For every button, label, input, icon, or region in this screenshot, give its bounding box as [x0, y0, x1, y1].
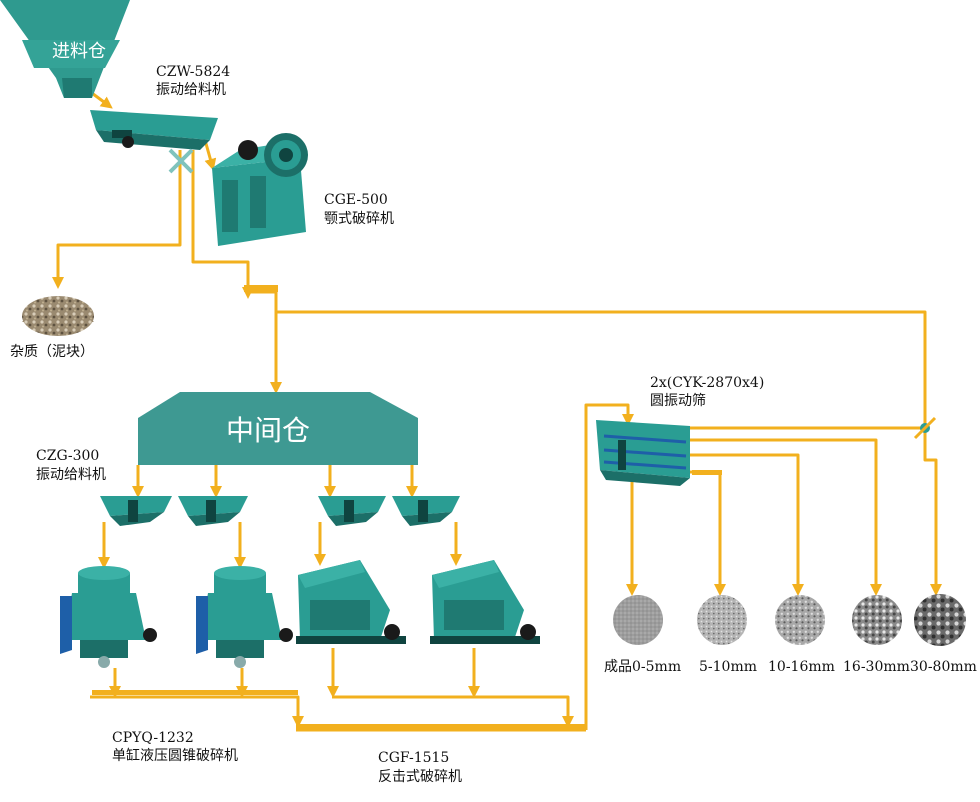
cone-model: CPYQ-1232	[112, 730, 194, 746]
flow-to-impurity	[52, 150, 182, 289]
small-feeder-3	[318, 496, 386, 526]
small-feeder-1	[100, 496, 172, 526]
jaw-model: CGE-500	[324, 192, 388, 208]
cone-crusher-2	[196, 566, 293, 668]
product-pile-2	[697, 595, 747, 645]
cone-name: 单缸液压圆锥破碎机	[112, 748, 238, 764]
cone-crusher-1	[60, 566, 157, 668]
mid-bin-label: 中间仓	[226, 414, 311, 447]
product-piles	[613, 594, 966, 646]
mid-bin	[138, 392, 418, 465]
belt-cone	[90, 695, 304, 728]
impact-model: CGF-1515	[378, 750, 450, 766]
product-pile-4	[852, 595, 902, 645]
impurity-label: 杂质（泥块）	[10, 344, 94, 360]
jaw-crusher-machine	[212, 133, 308, 246]
flow-feeder-to-jaw	[203, 139, 217, 171]
flow-jaw-step	[248, 290, 278, 312]
flow-screen-p4	[690, 438, 882, 596]
main-feeder-model: CZW-5824	[156, 64, 231, 80]
product-label-5: 30-80mm	[910, 659, 977, 675]
impact-crusher-1	[296, 560, 406, 644]
feed-bin	[0, 0, 130, 98]
small-feeder-model: CZG-300	[36, 448, 100, 464]
flow-return-top	[276, 310, 942, 596]
jaw-name: 颚式破碎机	[324, 211, 394, 227]
impact-crusher-2	[430, 560, 540, 644]
product-pile-5	[914, 594, 966, 646]
main-feeder-machine	[90, 110, 218, 174]
product-label-4: 16-30mm	[843, 659, 910, 675]
impact-name: 反击式破碎机	[378, 769, 462, 785]
feed-bin-label: 进料仓	[52, 41, 106, 62]
product-label-1: 成品0-5mm	[604, 659, 682, 675]
flow-screen-p2	[690, 470, 726, 596]
product-label-3: 10-16mm	[768, 659, 835, 675]
impurity-pile	[22, 296, 94, 336]
screen-name: 圆振动筛	[650, 393, 706, 409]
return-junction-mark	[913, 416, 937, 440]
main-feeder-name: 振动给料机	[156, 82, 226, 98]
flow-to-screen	[584, 403, 634, 730]
product-label-2: 5-10mm	[699, 659, 758, 675]
flow-screen-p3	[690, 453, 804, 596]
small-feeder-2	[178, 496, 248, 526]
vibrating-screen-machine	[596, 420, 690, 486]
product-pile-3	[775, 595, 825, 645]
flow-jaw-out	[191, 150, 254, 299]
belt-impact	[332, 695, 574, 728]
small-feeders	[100, 496, 460, 526]
small-feeder-name: 振动给料机	[36, 467, 106, 483]
screen-model: 2x(CYK-2870x4)	[650, 375, 765, 391]
thick-belts	[92, 285, 722, 730]
small-feeder-4	[392, 496, 460, 526]
product-pile-1	[613, 595, 663, 645]
